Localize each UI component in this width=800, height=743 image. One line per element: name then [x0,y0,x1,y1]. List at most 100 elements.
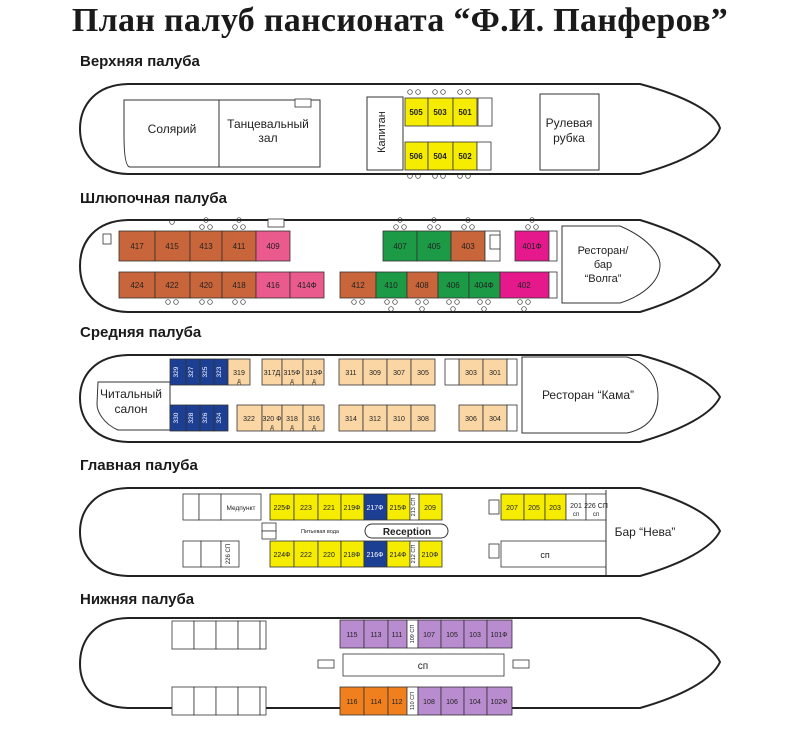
cabin-number: 116 [346,699,357,706]
reception-desk[interactable] [364,523,449,539]
cabin[interactable] [427,97,454,127]
captain-area[interactable] [366,96,404,171]
service-room[interactable] [500,540,607,568]
cabin-number: 414Ф [297,281,316,290]
cabin-number: 111 [392,632,403,639]
solarium-area[interactable] [123,99,321,168]
service-room-label: сп [418,661,428,672]
cabin[interactable] [293,493,319,521]
cabin[interactable] [468,271,501,299]
cabin-number: 303 [465,370,477,377]
deck-plan-lower: 115 113 111 109 СП 107 105 103 101Ф 116 … [78,617,722,716]
restaurant-volga-label-3: “Волга” [585,273,622,285]
cabin[interactable] [269,540,295,568]
cabin[interactable] [339,686,365,716]
cabin[interactable] [338,404,364,432]
cabin[interactable] [213,404,229,432]
medical-office[interactable] [220,493,262,521]
cabin[interactable] [437,271,470,299]
cabin[interactable] [418,493,443,521]
cabin-number: 311 [345,370,356,377]
cabin[interactable] [255,230,291,262]
cabin-number: 223 [300,505,312,512]
cabin-number: 504 [433,152,447,161]
cabin[interactable] [363,686,389,716]
cabin[interactable] [452,141,478,171]
cabin[interactable] [154,271,191,299]
restaurant-kama-area[interactable] [521,356,659,434]
cabin[interactable] [118,271,156,299]
cabin-number: 101Ф [490,632,507,639]
cabin[interactable] [410,404,436,432]
cabin[interactable] [450,230,486,262]
cabin[interactable] [486,686,513,716]
cabin[interactable] [499,271,550,299]
cabin[interactable] [427,141,454,171]
cabin-number: 209 [424,505,436,512]
cabin-number: 104 [469,699,481,706]
cabin[interactable] [418,540,443,568]
solarium-label: Солярий [148,122,197,136]
service-room-label: сп [540,550,550,560]
upper-cabins: 505 503 501 506 504 502 [404,97,478,171]
reading-room-area[interactable] [96,381,171,431]
cabin[interactable] [221,271,257,299]
cabin-number: 506 [409,152,423,161]
cabin-number: 306 [465,416,477,423]
cabin-suffix: д [312,425,316,431]
cabin-number: 324 [216,412,223,423]
cabin-number: 318 [286,416,298,423]
wheelhouse-label-2: рубка [553,131,585,145]
cabin-number: 207 [506,505,518,512]
cabin-number: 107 [423,632,435,639]
cabin[interactable] [362,358,388,386]
cabin-number: 215Ф [389,505,406,512]
reception-label: Reception [383,527,431,538]
cabin-number: 413 [199,242,213,251]
stairs-icon [267,218,285,228]
wheelhouse-area[interactable] [539,93,600,171]
cabin[interactable] [154,230,191,262]
cabin-number: 221 [323,505,335,512]
cabin-number: 114 [370,699,381,706]
cabin[interactable] [382,230,418,262]
cabin[interactable] [386,404,412,432]
cabin[interactable] [363,619,389,649]
cabin-number: 115 [346,632,357,639]
cabin-number: 326 [202,412,209,423]
cabin-number: 327 [188,366,195,377]
service-room[interactable] [342,653,505,677]
cabin[interactable] [221,230,257,262]
cabin[interactable] [416,230,452,262]
cabin-number: 322 [243,416,255,423]
cabin-number: 113 [370,632,381,639]
cabin-number: 417 [130,242,144,251]
cabin-number: 505 [409,108,423,117]
stairs-icon [261,522,277,532]
cabin[interactable] [189,230,223,262]
cabin-suffix: д [290,379,294,385]
cabin[interactable] [118,230,156,262]
cabin[interactable] [302,358,325,386]
cabin[interactable] [289,271,325,299]
cabin[interactable] [452,97,478,127]
cabin-number: 404Ф [474,281,493,290]
cabin[interactable] [255,271,291,299]
cabin-number: 110 СП [410,692,416,710]
cabin[interactable] [486,619,513,649]
cabin[interactable] [375,271,408,299]
restaurant-volga-area[interactable] [561,225,661,304]
cabin-suffix: д [290,425,294,431]
cabin[interactable] [482,358,508,386]
cabin-number: 402 [517,281,531,290]
cabin[interactable] [410,358,436,386]
cabin[interactable] [386,358,412,386]
cabin[interactable] [339,271,377,299]
cabin-number: 102Ф [490,699,507,706]
cabin[interactable] [458,404,484,432]
cabin-suffix: д [270,425,274,431]
dance-hall-label: Танцевальный [227,117,309,131]
deck-plan-upper: Солярий Танцевальный зал Капитан 505 503… [78,83,722,179]
cabin[interactable] [302,404,325,432]
cabin[interactable] [227,358,251,386]
